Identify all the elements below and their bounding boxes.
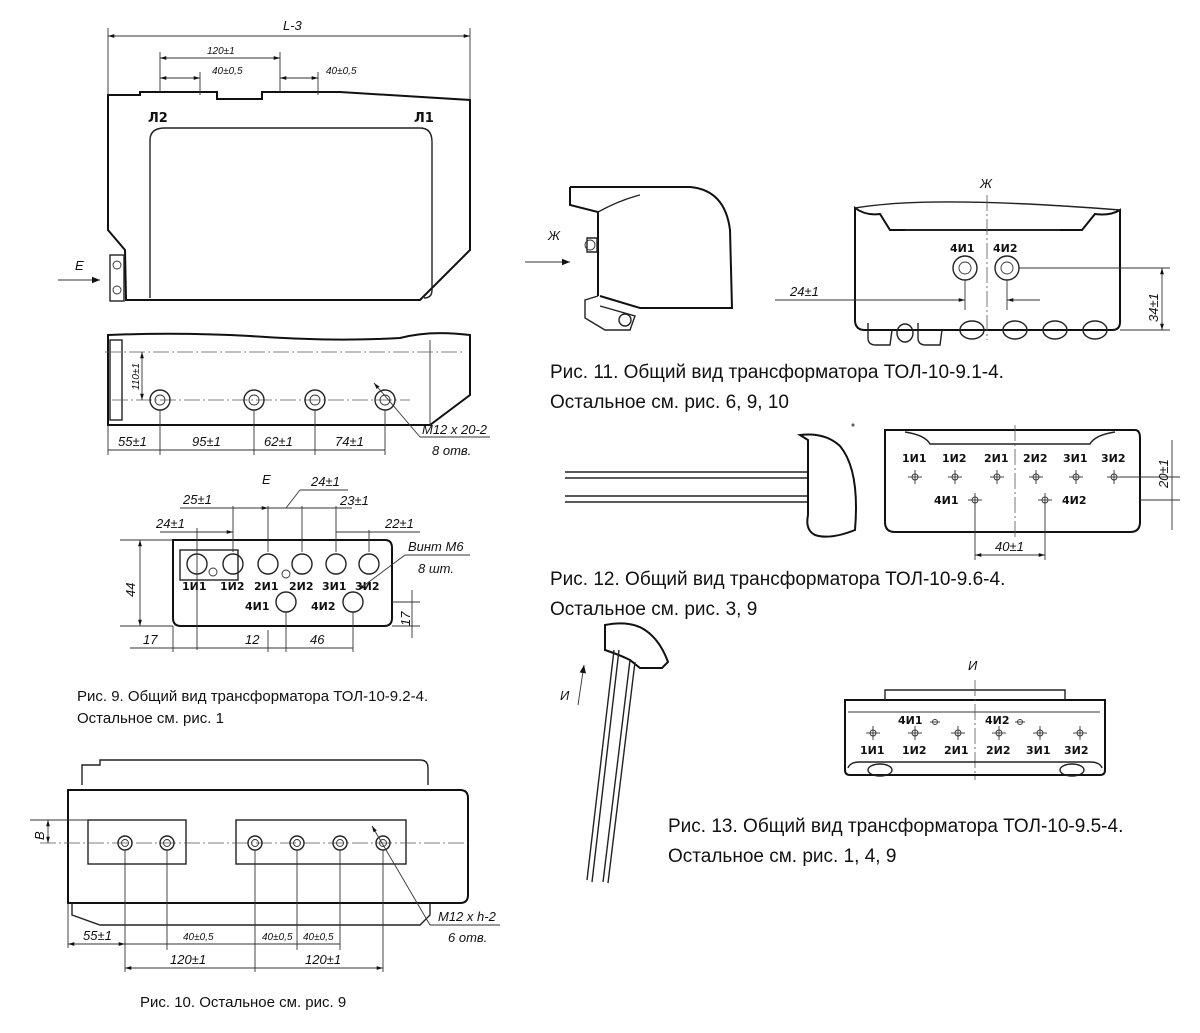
label-l1: Л1 (414, 111, 434, 126)
term-3i1: 3И1 (1026, 744, 1051, 757)
term-4i1: 4И1 (898, 714, 923, 727)
dim-40a: 40±0,5 (212, 66, 243, 77)
fig13-side-view: И (560, 622, 670, 884)
thread-spec: M12 х 20-2 (422, 422, 488, 437)
fig11-caption-line2: Остальное см. рис. 6, 9, 10 (550, 392, 789, 413)
screw-spec: Винт М6 (408, 539, 464, 554)
dim-34: 34±1 (1146, 293, 1161, 322)
fig13-terminal-view: И 4И1 4И2 1И1 1И2 2И1 2И2 3И1 3И2 (844, 658, 1106, 780)
dim-110: 110±1 (131, 363, 142, 390)
term-2i2: 2И2 (986, 744, 1011, 757)
term-2i1: 2И1 (254, 580, 279, 593)
fig12-caption-line2: Остальное см. рис. 3, 9 (550, 599, 757, 620)
term-1i1: 1И1 (902, 452, 927, 465)
dim-23: 23±1 (339, 493, 369, 508)
dim-120b: 120±1 (305, 952, 341, 967)
fig9-front-view (105, 332, 471, 426)
term-2i2: 2И2 (1023, 452, 1048, 465)
term-1i1: 1И1 (182, 580, 207, 593)
fig11-caption-line1: Рис. 11. Общий вид трансформатора ТОЛ-10… (550, 362, 1004, 383)
dim-95: 95±1 (192, 434, 221, 449)
view-zh-label: Ж (547, 228, 561, 243)
term-3i2: 3И2 (1064, 744, 1089, 757)
dim-120: 120±1 (207, 46, 235, 57)
label-l2: Л2 (148, 111, 168, 126)
view-i-top-label: И (968, 658, 978, 673)
dim-40: 40±1 (995, 539, 1024, 554)
dim-20: 20±1 (1156, 459, 1171, 489)
dim-46: 46 (310, 632, 325, 647)
fig9-caption-line2: Остальное см. рис. 1 (77, 710, 224, 727)
view-i-label: И (560, 688, 570, 703)
fig10-caption: Рис. 10. Остальное см. рис. 9 (140, 994, 346, 1011)
fig9-view-e-dims: 25±1 24±1 23±1 24±1 22±1 44 17 12 46 17 … (120, 474, 470, 652)
term-4i2: 4И2 (985, 714, 1010, 727)
fig9-caption-line1: Рис. 9. Общий вид трансформатора ТОЛ-10-… (77, 688, 428, 705)
screw-count: 8 шт. (418, 561, 454, 576)
thread-count: 6 отв. (448, 930, 487, 945)
term-1i1: 1И1 (860, 744, 885, 757)
term-3i2: 3И2 (1101, 452, 1126, 465)
dim-24b: 24±1 (310, 474, 340, 489)
dim-40b: 40±0,5 (326, 66, 357, 77)
term-4i1: 4И1 (245, 600, 270, 613)
dim-24a: 24±1 (155, 516, 185, 531)
dim-12: 12 (245, 632, 260, 647)
term-4i1: 4И1 (950, 242, 975, 255)
dim-55: 55±1 (83, 928, 112, 943)
thread-spec: M12 х h-2 (438, 909, 497, 924)
fig10-dims: В 55±1 40±0,5 40±0,5 40±0,5 120±1 120±1 … (30, 819, 500, 972)
fig11-side-view: Ж (525, 186, 734, 331)
dim-40a: 40±0,5 (183, 932, 214, 943)
busbar-right (235, 819, 407, 865)
term-2i1: 2И1 (944, 744, 969, 757)
fig9-front-dims: 110±1 55±1 95±1 62±1 74±1 M12 х 20-2 8 о… (107, 352, 490, 458)
fig12-dims: 20±1 40±1 (974, 440, 1180, 560)
term-4i2: 4И2 (1062, 494, 1087, 507)
fig11-view-zh: Ж 4И1 4И2 (854, 176, 1121, 346)
fig12-terminal-view: 1И1 1И2 2И1 2И2 3И1 3И2 4И1 4И2 (884, 425, 1141, 540)
term-4i2: 4И2 (993, 242, 1018, 255)
terminal-block-side (109, 254, 125, 302)
dim-44: 44 (123, 583, 138, 597)
fig10-view (40, 759, 469, 926)
dim-22: 22±1 (384, 516, 414, 531)
fig13-caption-line2: Остальное см. рис. 1, 4, 9 (668, 846, 896, 867)
dim-40b: 40±0,5 (262, 932, 293, 943)
fig9-view-e: Е 1И1 1И2 2И1 2И2 3И1 3И2 4И1 4И2 (172, 472, 393, 627)
term-4i2: 4И2 (311, 600, 336, 613)
thread-count: 8 отв. (432, 443, 471, 458)
busbar-left (87, 819, 187, 865)
dim-120a: 120±1 (170, 952, 206, 967)
term-1i2: 1И2 (220, 580, 245, 593)
dim-b: В (32, 831, 47, 840)
dim-24: 24±1 (789, 284, 819, 299)
dim-74: 74±1 (335, 434, 364, 449)
dim-62: 62±1 (264, 434, 293, 449)
fig12-caption-line1: Рис. 12. Общий вид трансформатора ТОЛ-10… (550, 569, 1005, 590)
fig13-caption-line1: Рис. 13. Общий вид трансформатора ТОЛ-10… (668, 816, 1123, 837)
term-2i2: 2И2 (289, 580, 314, 593)
term-4i1: 4И1 (934, 494, 959, 507)
term-3i1: 3И1 (1063, 452, 1088, 465)
term-3i1: 3И1 (322, 580, 347, 593)
view-e-top-label: Е (262, 472, 271, 487)
view-e-label: Е (75, 258, 84, 273)
term-2i1: 2И1 (984, 452, 1009, 465)
term-1i2: 1И2 (902, 744, 927, 757)
dim-length: L-3 (283, 18, 303, 33)
dim-25: 25±1 (182, 492, 212, 507)
dim-17b: 17 (398, 611, 413, 626)
dim-55: 55±1 (118, 434, 147, 449)
term-3i2: 3И2 (355, 580, 380, 593)
dim-40c: 40±0,5 (303, 932, 334, 943)
view-zh-top-label: Ж (979, 176, 993, 191)
fig9-top-dims: L-3 120±1 40±0,5 40±0,5 Е (58, 18, 471, 284)
fig9-top-view: Л2 Л1 (107, 91, 471, 302)
fig12-side-view (565, 423, 857, 538)
fig11-dims: 24±1 34±1 (775, 267, 1170, 331)
dim-17a: 17 (143, 632, 158, 647)
term-1i2: 1И2 (942, 452, 967, 465)
